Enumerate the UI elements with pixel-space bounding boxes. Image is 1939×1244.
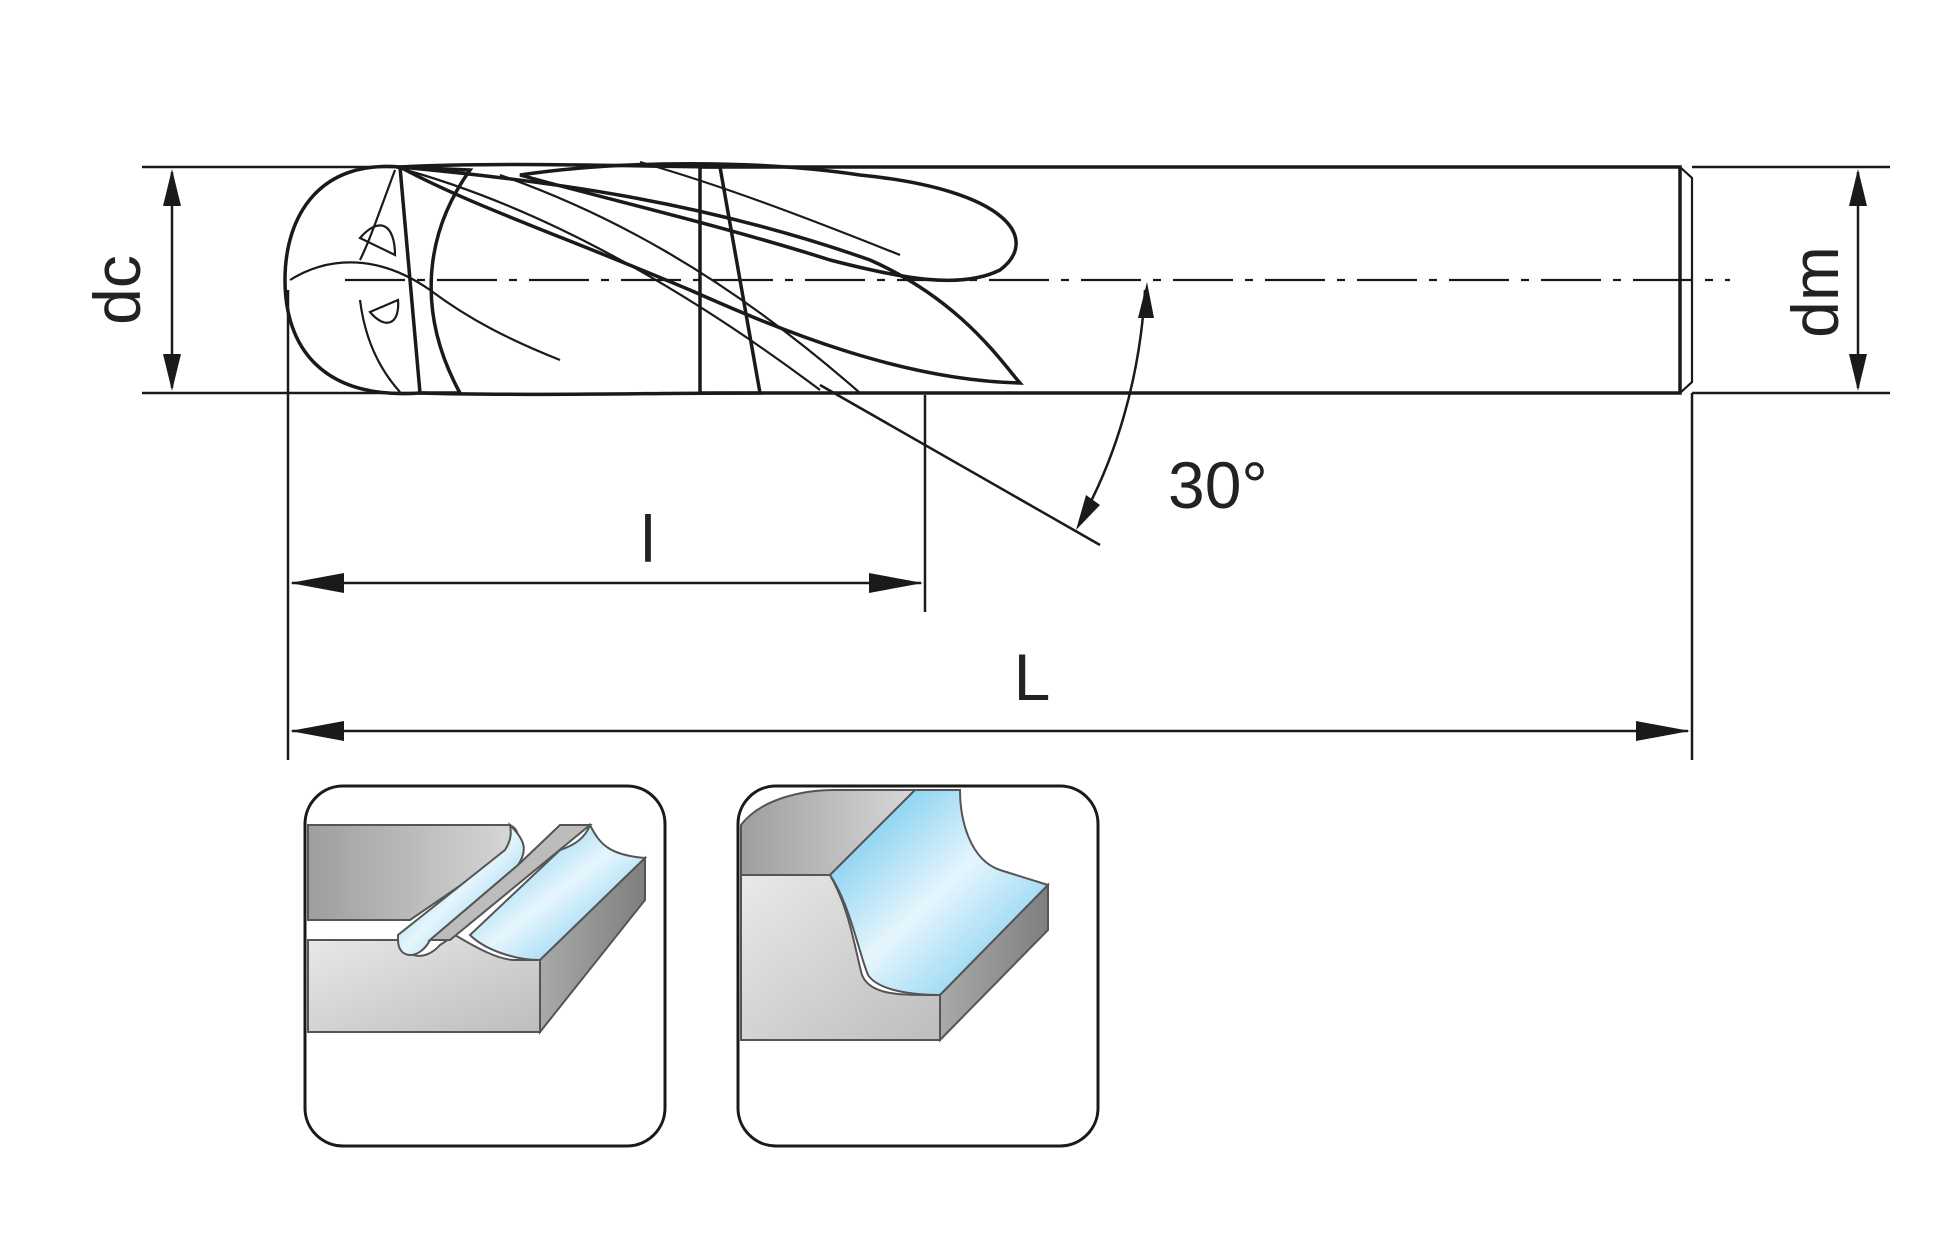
ball-face-edge-2: [359, 169, 397, 261]
flute-length-label: l: [641, 502, 656, 576]
fluted-body: [398, 162, 763, 397]
dimension-lines: [142, 165, 1890, 760]
ball-face-edge-3: [358, 299, 401, 393]
cutting-edge-2: [499, 173, 861, 394]
overall-length-label: L: [1014, 640, 1051, 714]
helix-angle-indicator: [819, 282, 1154, 547]
ball-face-facet-2: [368, 298, 400, 324]
end-mill-tool: [283, 160, 1694, 397]
slotting-application-icon: [303, 784, 667, 1148]
ball-face-edge-1: [289, 261, 561, 362]
helix-angle-label: 30°: [1168, 448, 1268, 522]
dm-label: dm: [1778, 246, 1852, 338]
ball-nose: [283, 164, 474, 396]
flute-length-arrow: [290, 573, 923, 593]
cutting-edge-3: [639, 160, 901, 257]
flute-2: [519, 162, 1018, 283]
overall-length-arrow: [290, 721, 1690, 741]
profiling-application-icon: [736, 784, 1100, 1148]
ball-face-facet-1: [358, 224, 397, 257]
flute-1: [399, 165, 1024, 385]
dc-dimension-arrow: [163, 169, 181, 391]
dm-dimension-arrow: [1849, 169, 1867, 391]
cutting-edge-1: [394, 165, 821, 391]
dc-label: dc: [80, 255, 154, 325]
